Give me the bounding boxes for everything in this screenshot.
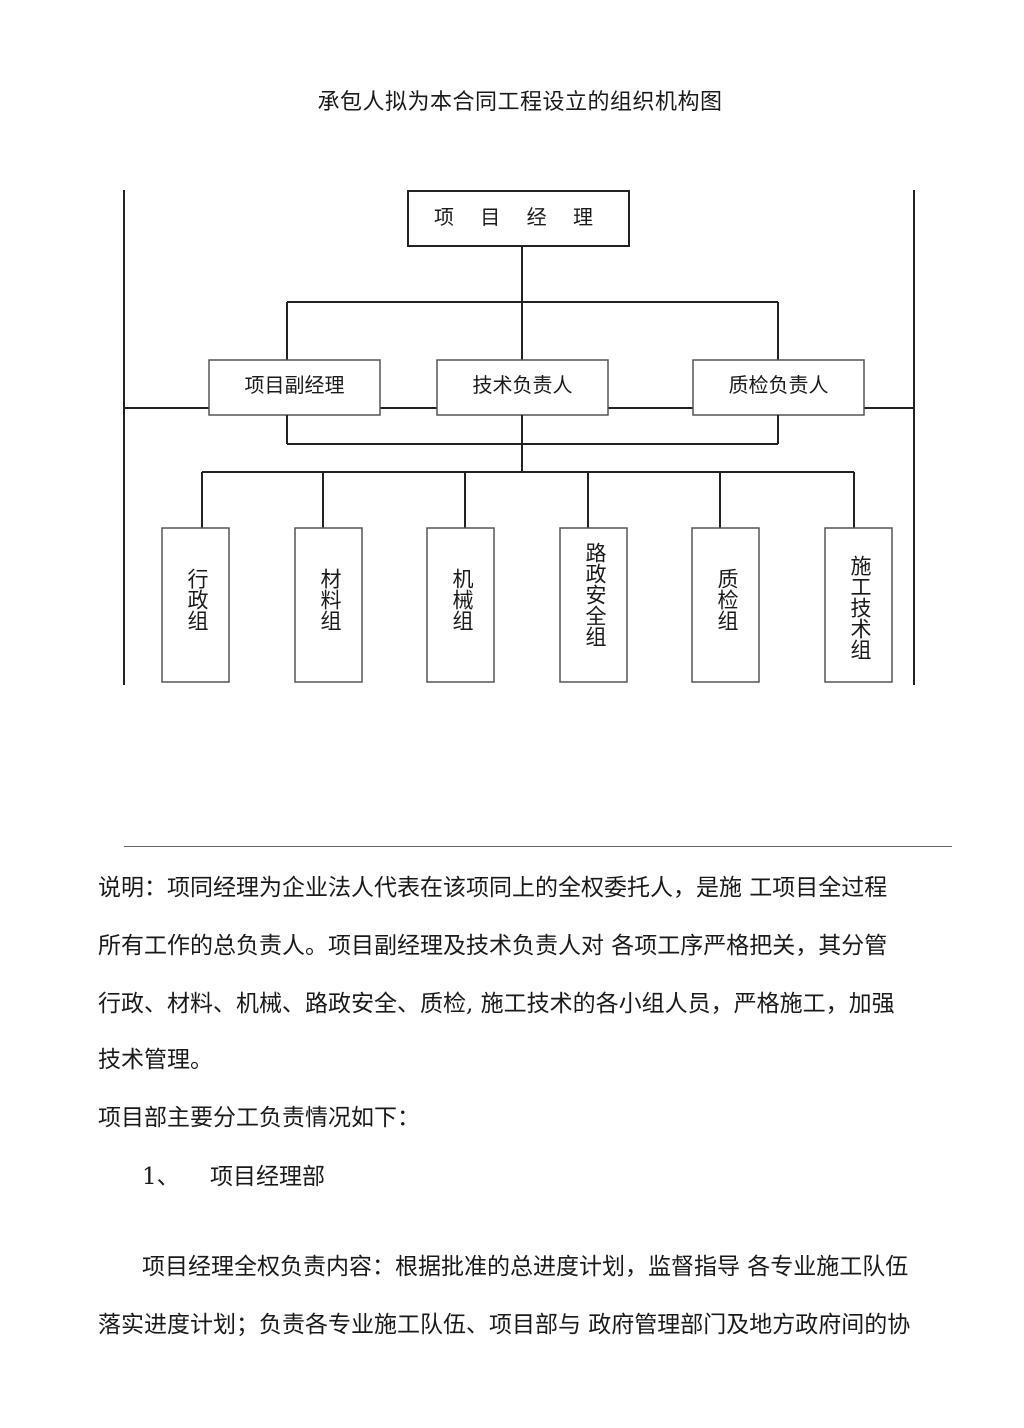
box-group-quality bbox=[691, 527, 760, 683]
node-group-materials: 材料组 bbox=[318, 568, 342, 631]
node-project-manager: 项 目 经 理 bbox=[433, 205, 604, 229]
box-quality-lead bbox=[692, 359, 865, 416]
section-divider bbox=[124, 846, 952, 847]
body-line-2: 落实进度计划；负责各专业施工队伍、项目部与 政府管理部门及地方政府间的协 bbox=[98, 1312, 911, 1338]
node-technical-lead: 技术负责人 bbox=[472, 373, 573, 397]
node-group-construction-tech: 施工技术组 bbox=[848, 555, 872, 660]
chart-title: 承包人拟为本合同工程设立的组织机构图 bbox=[317, 90, 723, 115]
explanation-line-1: 说明：项同经理为企业法人代表在该项同上的全权委托人，是施 工项目全过程 bbox=[98, 875, 888, 901]
node-deputy-manager: 项目副经理 bbox=[244, 373, 345, 397]
node-group-road-safety: 路政安全组 bbox=[583, 542, 607, 647]
section-title: 项目经理部 bbox=[210, 1164, 325, 1190]
box-group-admin bbox=[161, 527, 230, 683]
box-group-road-safety bbox=[559, 527, 628, 683]
node-group-admin: 行政组 bbox=[185, 568, 209, 631]
box-deputy-manager bbox=[208, 359, 381, 416]
division-intro: 项目部主要分工负责情况如下： bbox=[98, 1105, 420, 1131]
node-group-machinery: 机械组 bbox=[450, 568, 474, 631]
box-technical-lead bbox=[436, 359, 609, 416]
org-chart-lines bbox=[123, 190, 915, 685]
box-group-machinery bbox=[426, 527, 495, 683]
box-group-materials bbox=[294, 527, 363, 683]
explanation-line-2: 所有工作的总负责人。项目副经理及技术负责人对 各项工序严格把关，其分管 bbox=[98, 933, 888, 959]
box-group-construction-tech bbox=[824, 527, 893, 683]
body-line-1: 项目经理全权负责内容：根据批准的总进度计划，监督指导 各专业施工队伍 bbox=[142, 1254, 909, 1280]
node-quality-lead: 质检负责人 bbox=[728, 373, 829, 397]
section-number: 1、 bbox=[142, 1164, 180, 1190]
explanation-line-3: 行政、材料、机械、路政安全、质检, 施工技术的各小组人员，严格施工，加强 bbox=[98, 991, 895, 1017]
top-box bbox=[407, 190, 630, 247]
node-group-quality: 质检组 bbox=[715, 568, 739, 631]
explanation-line-4: 技术管理。 bbox=[98, 1047, 213, 1073]
